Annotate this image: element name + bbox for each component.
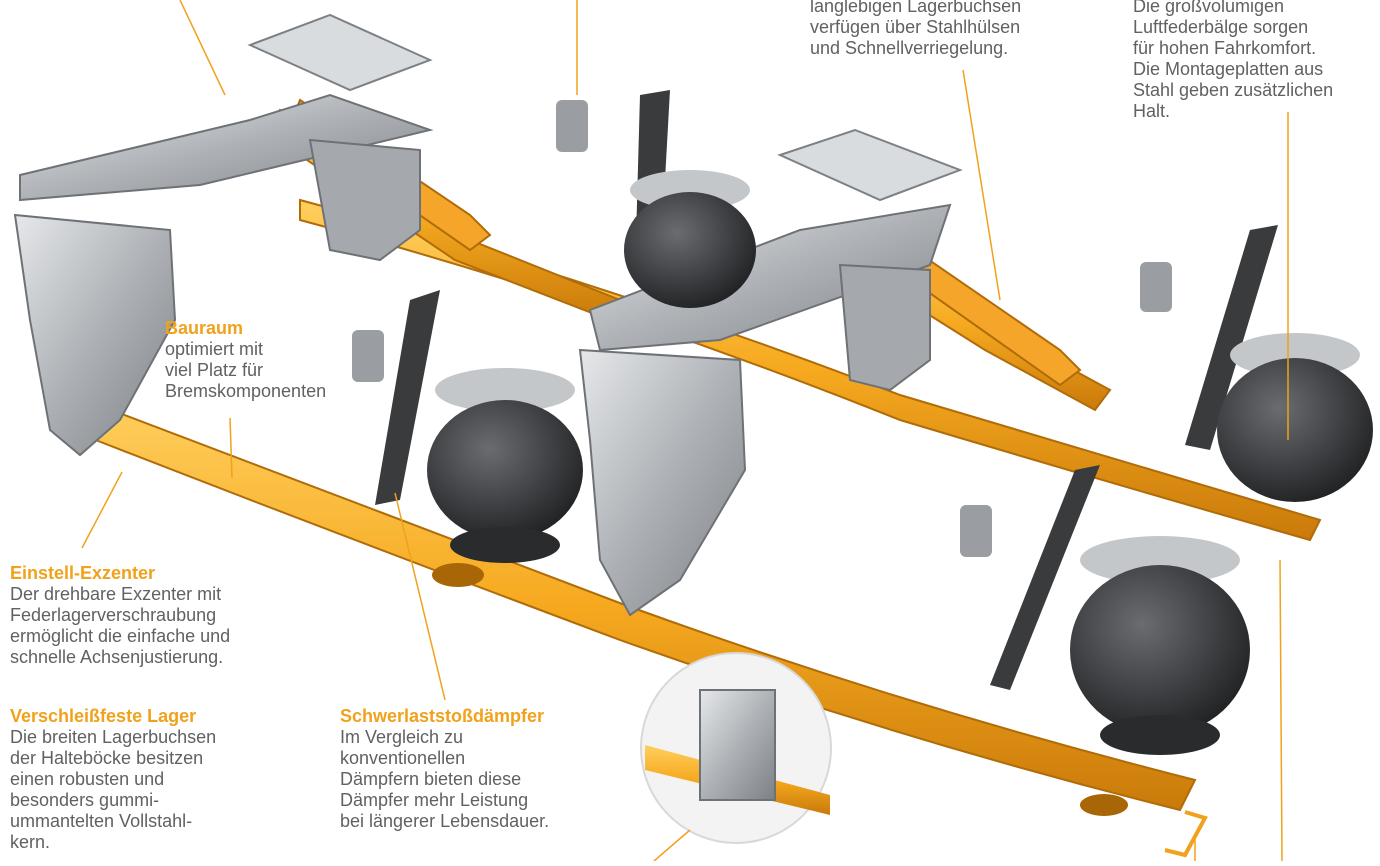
shock-absorber bbox=[1185, 225, 1278, 450]
mount-plate bbox=[1140, 262, 1172, 312]
cross-member-front bbox=[588, 203, 952, 352]
callout-buchsen: langlebigen Lagerbuchsen verfügen über S… bbox=[810, 0, 1110, 59]
hanger-bracket bbox=[578, 348, 747, 617]
shock-absorber bbox=[375, 290, 440, 505]
arm-eye bbox=[1080, 794, 1128, 816]
callout-bauraum-text: optimiert mit viel Platz für Bremskompon… bbox=[165, 339, 327, 401]
callout-daempfer-text: Im Vergleich zu konventionellen Dämpfern… bbox=[340, 727, 550, 831]
leader-lines bbox=[81, 0, 1289, 862]
top-plate bbox=[777, 128, 963, 202]
hanger-bracket bbox=[308, 138, 421, 262]
front-trailing-arm bbox=[68, 398, 1197, 812]
measure-bracket bbox=[1164, 810, 1208, 858]
callout-daempfer: Schwerlaststoßdämpfer Im Vergleich zu ko… bbox=[340, 706, 630, 832]
mount-plate bbox=[352, 330, 384, 382]
callout-lager: Verschleißfeste Lager Die breiten Lagerb… bbox=[10, 706, 270, 853]
top-plate bbox=[247, 13, 433, 92]
callout-bauraum-title: Bauraum bbox=[165, 318, 244, 338]
mount-plate bbox=[960, 505, 992, 557]
callout-lager-text: Die breiten Lagerbuchsen der Halteböcke … bbox=[10, 727, 217, 852]
callout-exzenter-text: Der drehbare Exzenter mit Federlagervers… bbox=[10, 584, 231, 667]
callout-baelge-text: Die großvolumigen Luftfederbälge sorgen … bbox=[1133, 0, 1334, 121]
callout-baelge: Die großvolumigen Luftfederbälge sorgen … bbox=[1133, 0, 1380, 122]
hanger-bracket bbox=[838, 263, 931, 392]
cross-member-rear bbox=[19, 93, 434, 202]
callout-buchsen-text: langlebigen Lagerbuchsen verfügen über S… bbox=[810, 0, 1022, 58]
arm-eye bbox=[432, 563, 484, 587]
callout-daempfer-title: Schwerlaststoßdämpfer bbox=[340, 706, 545, 726]
callout-exzenter: Einstell-Exzenter Der drehbare Exzenter … bbox=[10, 563, 320, 668]
callout-lager-title: Verschleißfeste Lager bbox=[10, 706, 197, 726]
mount-plate bbox=[556, 100, 588, 152]
hanger-bracket bbox=[13, 213, 177, 457]
air-spring bbox=[624, 170, 756, 308]
callout-bauraum: Bauraum optimiert mit viel Platz für Bre… bbox=[165, 318, 385, 402]
detail-inset-bracket bbox=[699, 689, 776, 801]
air-spring bbox=[427, 368, 583, 563]
air-spring bbox=[1070, 536, 1250, 755]
air-spring bbox=[1217, 333, 1373, 502]
shock-absorber bbox=[990, 465, 1100, 690]
callout-exzenter-title: Einstell-Exzenter bbox=[10, 563, 156, 583]
